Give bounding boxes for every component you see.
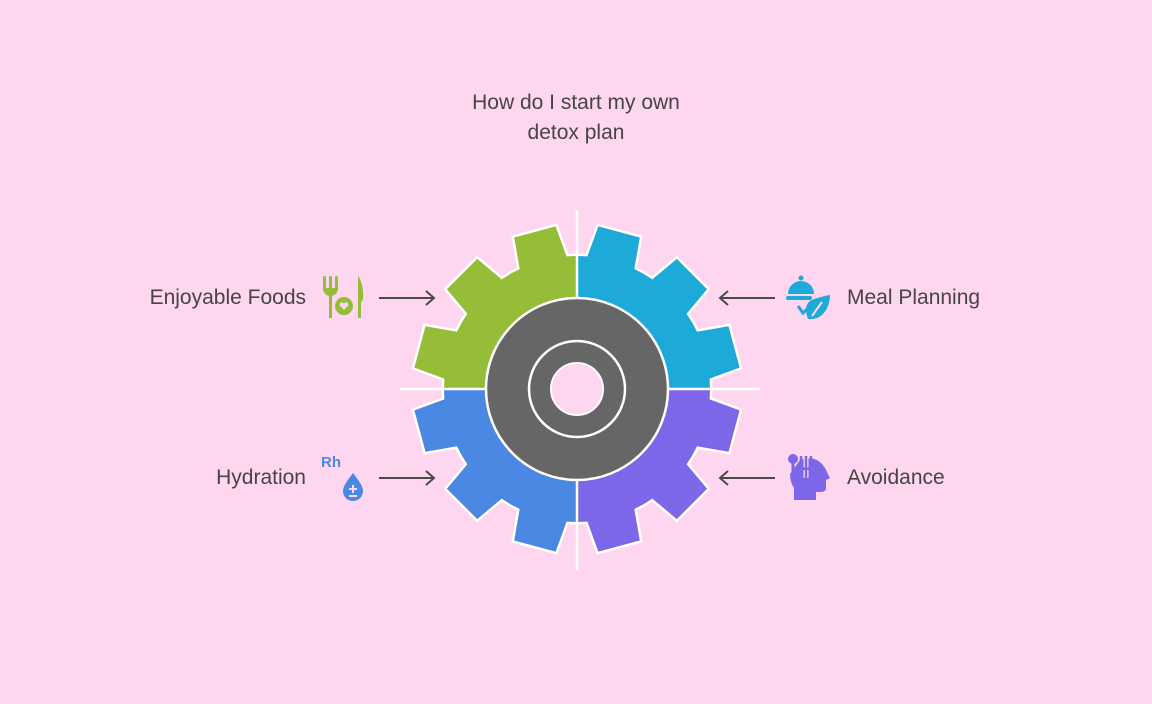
rh-text: Rh [321, 454, 341, 471]
arrow-right-icon [379, 470, 436, 486]
gear-hole [550, 362, 604, 416]
drop-icon [343, 473, 363, 501]
arrow-left-icon [718, 290, 775, 306]
arrow-left-icon [718, 470, 775, 486]
arrow-right-icon [379, 290, 436, 306]
title-line-1: How do I start my own [472, 91, 680, 114]
label-enjoyable-foods: Enjoyable Foods [149, 286, 306, 309]
rh-drop-icon: Rh [321, 454, 367, 502]
cloche-leaf-icon [786, 275, 830, 320]
label-hydration: Hydration [216, 466, 306, 489]
label-meal-planning: Meal Planning [847, 286, 981, 309]
fork-knife-heart-icon [323, 276, 364, 318]
diagram-title: How do I start my own detox plan [0, 88, 1152, 148]
head-utensils-icon [788, 454, 830, 500]
gear-inner-ring [527, 339, 627, 439]
label-avoidance: Avoidance [847, 466, 945, 489]
title-line-2: detox plan [527, 121, 625, 144]
